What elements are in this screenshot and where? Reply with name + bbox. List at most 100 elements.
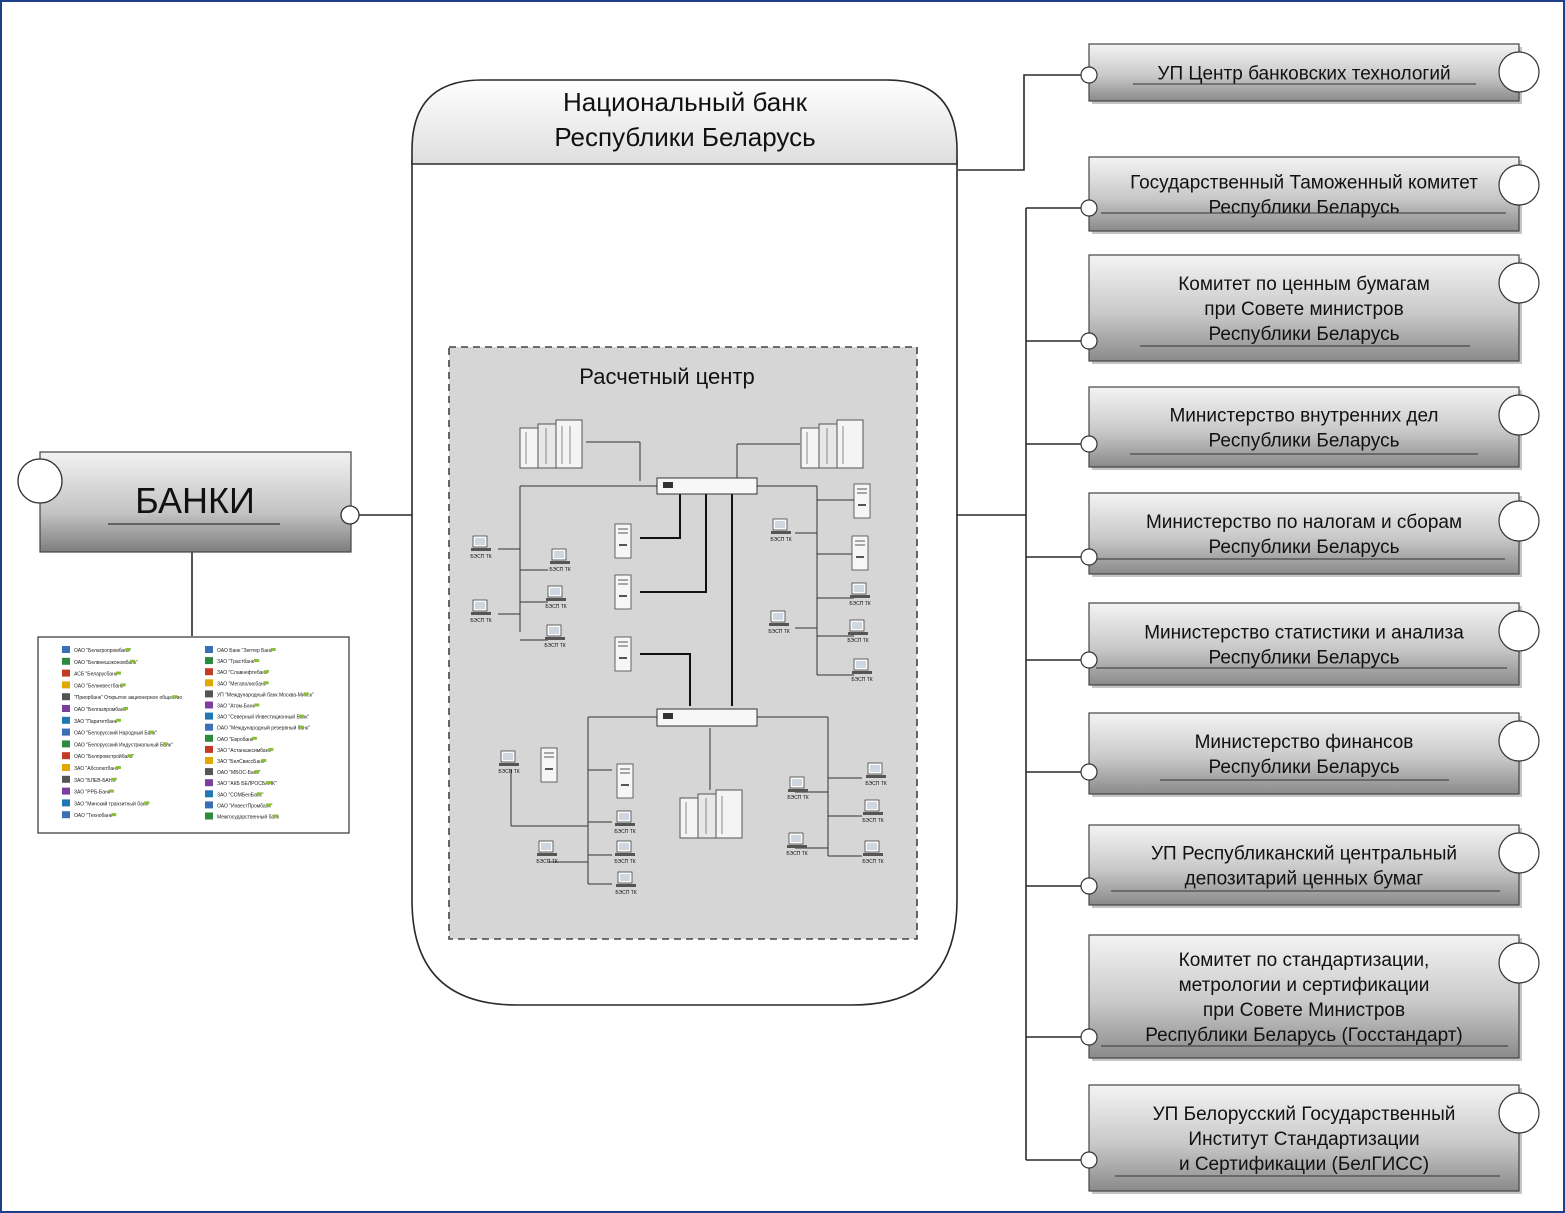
bank-logo-icon: [205, 657, 213, 665]
bank-list-item: "Приорбанк" Открытое акционерное обществ…: [62, 693, 182, 701]
bank-link-icon: [130, 659, 136, 663]
bank-name: ЗАО "Абсолютбанк": [74, 766, 120, 772]
workstation-icon: БЭСП ТК: [614, 840, 636, 865]
org-port-left: [1080, 66, 1098, 84]
bank-list-item: ЗАО "АКБ БЕЛРОСБАНК": [205, 779, 277, 787]
org-label-line: Республики Беларусь (Госстандарт): [1145, 1025, 1463, 1046]
bank-list-item: ОАО "Белорусский Индустриальный Банк": [62, 740, 173, 748]
org-port-right: [1498, 1092, 1540, 1134]
bank-list-item: ЗАО "Атом-Банк": [205, 701, 260, 710]
bank-name: ЗАО "Северный Инвестиционный Банк": [217, 714, 309, 721]
terminal-label: БЭСП ТК: [865, 781, 886, 787]
network-switch-bottom: [656, 708, 758, 727]
terminal-label: БЭСП ТК: [544, 643, 565, 649]
workstation-icon: БЭСП ТК: [615, 871, 637, 896]
org-box-taxes: Министерство по налогам и сборамРеспубли…: [1080, 492, 1540, 577]
terminal-label: БЭСП ТК: [545, 604, 566, 610]
bank-link-icon: [266, 781, 271, 785]
terminal-label: БЭСП ТК: [851, 677, 872, 683]
workstation-icon: БЭСП ТК: [549, 548, 571, 573]
org-port-right: [1498, 610, 1540, 652]
terminal-label: БЭСП ТК: [470, 618, 491, 624]
bank-link-icon: [298, 725, 304, 729]
server-towers: [540, 483, 871, 799]
org-label-line: Республики Беларусь: [1209, 757, 1400, 778]
bank-link-icon: [148, 730, 154, 734]
bank-logo-icon: [62, 775, 70, 783]
settlement-center: Расчетный центр: [448, 346, 918, 940]
bank-link-icon: [111, 813, 117, 817]
bank-name: УП "Международный банк Москва-Минск": [217, 691, 314, 698]
org-port-left: [1080, 651, 1098, 669]
workstation-icon: БЭСП ТК: [770, 518, 792, 543]
org-port-right: [1498, 720, 1540, 762]
internal-network-wiring: [498, 441, 862, 885]
org-label-line: УП Республиканский центральный: [1151, 844, 1457, 865]
bank-name: ЗАО "Астанаэксимбанк": [217, 748, 273, 754]
backbone-links: [640, 494, 733, 706]
bank-link-icon: [144, 801, 150, 805]
bank-link-icon: [108, 789, 114, 793]
org-label-line: при Совете Министров: [1203, 1000, 1405, 1021]
bank-link-icon: [261, 759, 267, 762]
bank-link-icon: [270, 648, 276, 651]
mainframe-cluster-icon: [519, 419, 583, 469]
bank-list-item: ОАО "Белинвестбанк": [62, 681, 126, 689]
org-box-gosstandart: Комитет по стандартизации, метрологии и с…: [1080, 934, 1540, 1061]
org-label-line: Комитет по стандартизации,: [1179, 950, 1430, 971]
bank-logo-icon: [62, 646, 70, 653]
workstation-icon: БЭСП ТК: [545, 585, 567, 610]
bank-list-item: ОАО "Белгазпромбанк": [62, 705, 128, 713]
bank-link-icon: [273, 814, 279, 818]
org-label-line: Министерство финансов: [1195, 732, 1414, 753]
bank-list-item: ОАО "Евробанк": [205, 734, 257, 743]
bank-list-item: АСБ "Беларусбанк": [62, 669, 121, 678]
bank-name: ОАО Банк "Зептер Банк": [217, 648, 274, 654]
org-label-line: метрологии и сертификации: [1179, 975, 1430, 996]
org-label-line: Комитет по ценным бумагам: [1178, 274, 1430, 295]
org-label-line: и Сертификации (БелГИСС): [1179, 1154, 1429, 1175]
org-port-left: [1080, 1028, 1098, 1046]
national-bank-title-line2: Республики Беларусь: [554, 122, 815, 152]
bank-name: ЗАО "БелСвиссБанк": [217, 759, 266, 765]
mainframe-cluster-icon: [800, 419, 864, 469]
bank-list-item: УП "Международный банк Москва-Минск": [205, 690, 314, 698]
org-box-statistics: Министерство статистики и анализаРеспубл…: [1080, 602, 1540, 688]
bank-link-icon: [254, 659, 260, 663]
bank-logo-icon: [205, 712, 213, 720]
bank-list-item: ОАО "МБОС-Банк": [205, 768, 261, 776]
workstation-icon: БЭСП ТК: [470, 599, 492, 624]
bank-name: АСБ "Беларусбанк": [74, 672, 119, 678]
bank-logo-icon: [62, 799, 70, 807]
terminal-label: БЭСП ТК: [614, 859, 635, 865]
banks-box: БАНКИ: [17, 451, 360, 553]
terminal-label: БЭСП ТК: [862, 859, 883, 865]
mainframe-cluster-icon: [679, 789, 743, 839]
workstation-icon: БЭСП ТК: [851, 658, 873, 683]
bank-link-icon: [111, 777, 117, 781]
bank-logo-icon: [62, 716, 70, 724]
workstation-icon: БЭСП ТК: [614, 810, 636, 835]
terminal-label: БЭСП ТК: [536, 859, 557, 865]
workstation-icon: БЭСП ТК: [768, 610, 790, 635]
bank-list-item: ОАО "Белагропромбанк": [62, 646, 131, 654]
org-port-left: [1080, 435, 1098, 453]
bank-link-icon: [266, 803, 271, 807]
bank-list-item: ОАО "Международный резервный банк": [205, 723, 310, 732]
terminal-label: БЭСП ТК: [614, 829, 635, 835]
network-switch-top: [656, 477, 758, 495]
terminal-label: БЭСП ТК: [498, 769, 519, 775]
terminal-label: БЭСП ТК: [849, 601, 870, 607]
bank-name: ОАО "Белвнешэкономбанк": [74, 660, 138, 666]
bank-name: ОАО "Белорусский Народный Банк": [74, 730, 157, 737]
bank-list-item: ОАО "Белпромстройбанк": [62, 752, 134, 760]
bank-list-item: ЗАО "БЛЕВ-БАНК": [62, 775, 117, 784]
bank-logo-icon: [62, 752, 70, 760]
terminal-label: БЭСП ТК: [770, 537, 791, 543]
bank-name: ЗАО "Минский транзитный банк": [74, 800, 150, 807]
bank-name: ОАО "Технобанк": [74, 813, 114, 819]
terminal-label: БЭСП ТК: [847, 638, 868, 644]
workstation-icon: БЭСП ТК: [536, 840, 558, 865]
